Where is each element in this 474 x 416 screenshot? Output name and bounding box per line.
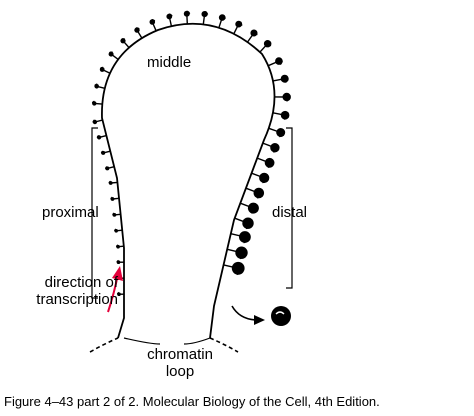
rna-curl — [238, 21, 243, 26]
rna-curl — [168, 13, 173, 17]
rna-curl — [116, 259, 119, 263]
rna-curl — [100, 150, 104, 154]
rna-curl — [109, 51, 113, 55]
rna-curl — [100, 66, 104, 71]
rna-curl — [262, 177, 269, 184]
rna-curl — [186, 10, 191, 14]
proximal-bracket — [91, 127, 98, 299]
rna-curl — [267, 162, 274, 168]
rna-curl — [221, 14, 226, 19]
rna-curl — [253, 30, 258, 36]
rna-curl — [279, 131, 285, 138]
label-chromatin-line2: loop — [165, 363, 195, 380]
label-chromatin-loop: chromatin loop — [124, 346, 236, 380]
figure-caption: Figure 4–43 part 2 of 2. Molecular Biolo… — [4, 394, 380, 409]
rna-curl — [121, 38, 126, 42]
rna-curl — [110, 196, 113, 200]
rna-curl — [112, 212, 115, 216]
label-middle: middle — [147, 54, 192, 71]
rna-curl — [92, 119, 96, 123]
rna-curl — [116, 244, 119, 248]
rna-curl — [151, 19, 156, 23]
chromatin-pointer — [123, 337, 211, 345]
rna-curl — [94, 83, 98, 87]
chromatin-loop-axis — [101, 22, 276, 339]
rna-transcripts — [91, 10, 291, 297]
rna-curl — [239, 252, 247, 260]
distal-bracket — [286, 127, 293, 289]
rna-curl — [236, 267, 244, 276]
release-arrow-icon — [231, 305, 265, 325]
rna-curl — [273, 147, 279, 153]
label-direction-line1: direction of — [44, 274, 118, 291]
rna-curl — [116, 291, 120, 295]
rna-curl — [114, 228, 117, 232]
rna-curl — [251, 207, 258, 214]
label-chromatin-line1: chromatin — [147, 346, 213, 363]
rna-curl — [105, 166, 108, 170]
rna-curl — [108, 180, 111, 184]
rnp-particle-icon — [271, 306, 291, 326]
rna-curl — [267, 41, 272, 47]
rna-curl — [245, 222, 253, 230]
rnp-blob — [270, 143, 280, 153]
label-direction-of-transcription: direction of transcription — [12, 274, 118, 308]
rna-curl — [278, 59, 283, 66]
red-arrow-icon — [107, 266, 123, 313]
rna-curl — [286, 96, 291, 102]
label-direction-line2: transcription — [36, 291, 118, 308]
rna-curl — [256, 192, 263, 199]
label-proximal: proximal — [42, 204, 99, 221]
rna-curl — [204, 11, 209, 15]
rna-curl — [284, 77, 289, 84]
rna-curl — [96, 134, 100, 139]
rna-curl — [243, 236, 250, 244]
chromatin-dashed-left — [89, 337, 119, 353]
label-distal: distal — [272, 204, 308, 221]
chromatin-dashed-right — [209, 337, 239, 353]
rna-curl — [135, 27, 140, 31]
rna-curl — [284, 114, 289, 120]
rna-curl — [91, 100, 95, 104]
